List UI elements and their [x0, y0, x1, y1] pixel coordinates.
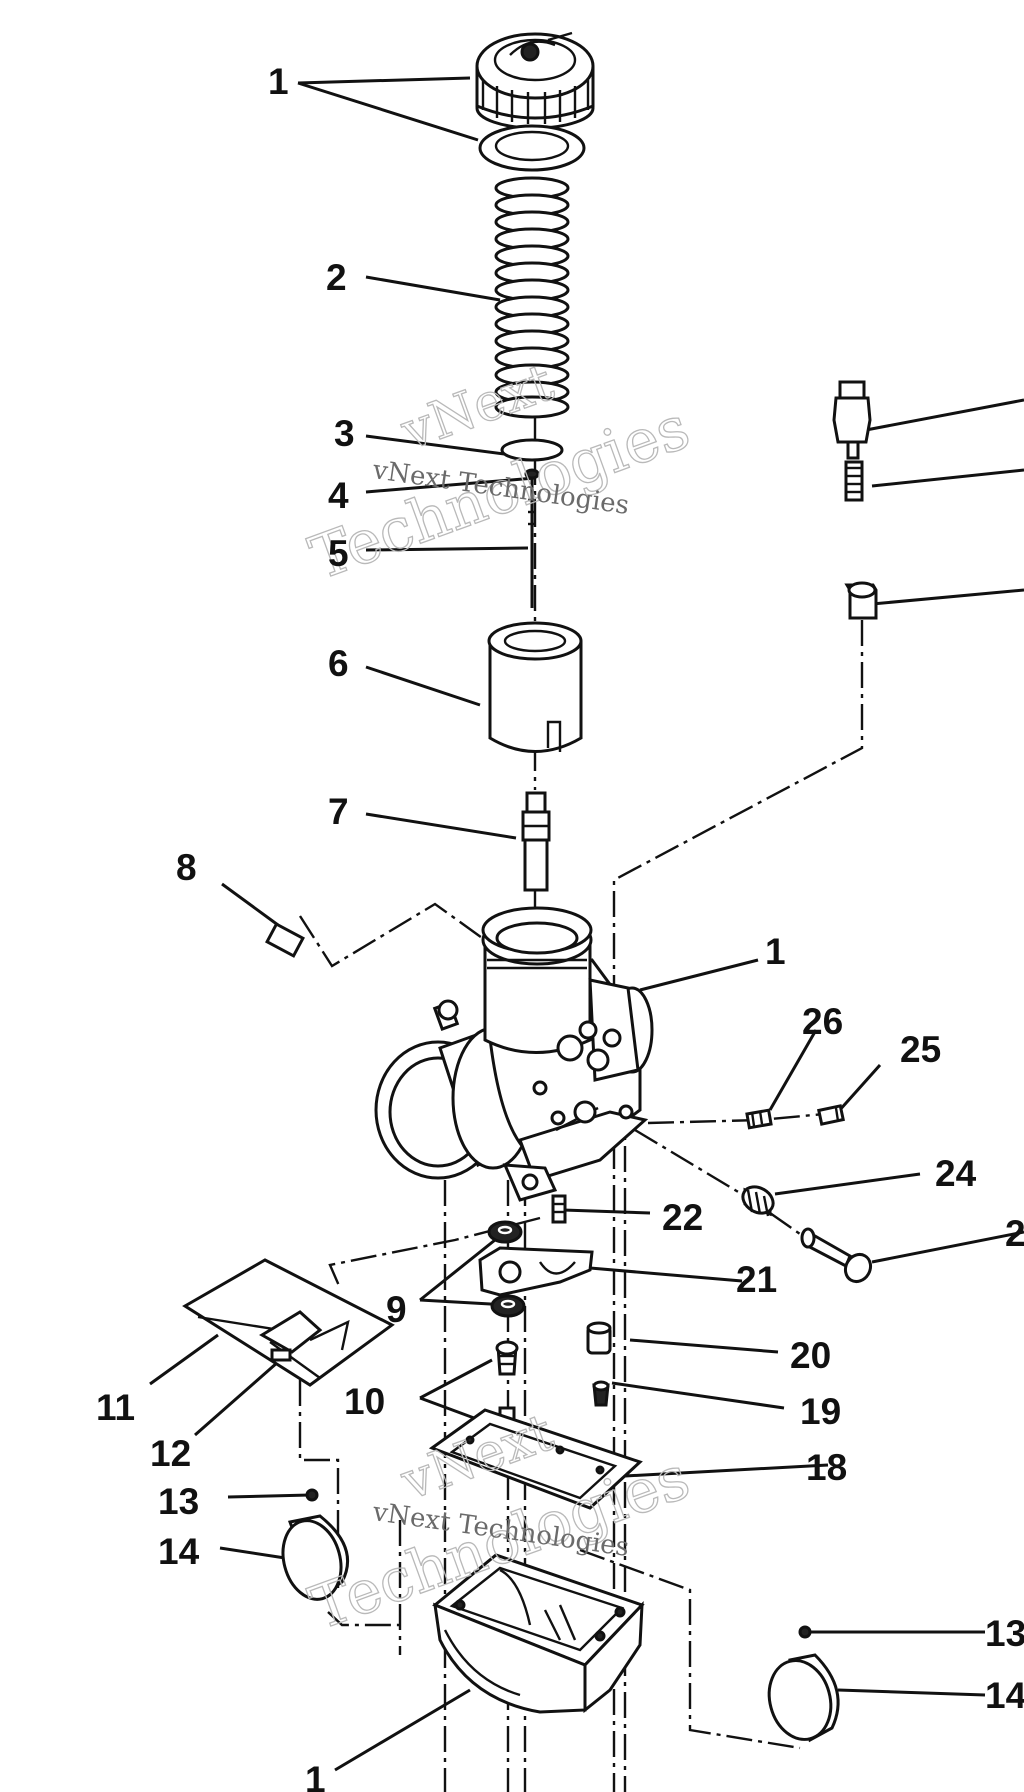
air-screw-parts-icon — [741, 1104, 873, 1284]
callout-9: 9 — [386, 1289, 407, 1330]
callout-1-bottom: 1 — [305, 1759, 326, 1792]
leader-lines — [149, 76, 1024, 1772]
callout-2: 2 — [326, 257, 347, 298]
small-jet-icon — [592, 1380, 610, 1407]
callout-13-left: 13 — [158, 1481, 199, 1522]
callout-11: 11 — [96, 1387, 135, 1428]
spacer-icon — [586, 1321, 612, 1355]
baffle-plate-icon — [478, 1246, 594, 1297]
callout-14-right: 14 — [985, 1675, 1024, 1716]
float-right-icon — [767, 1625, 840, 1743]
carburetor-body-icon — [374, 906, 654, 1202]
float-left-icon — [281, 1488, 350, 1601]
callout-19: 19 — [800, 1391, 841, 1432]
callout-1-mid: 1 — [765, 931, 786, 972]
callout-18: 18 — [806, 1447, 847, 1488]
watermark-upper: vNext Technologies vNext Technologies — [301, 352, 699, 595]
callout-22: 22 — [662, 1197, 703, 1238]
callout-8: 8 — [176, 847, 197, 888]
callout-4: 4 — [328, 475, 349, 516]
callout-3: 3 — [334, 413, 355, 454]
callout-20: 20 — [790, 1335, 831, 1376]
throttle-slide-icon — [487, 621, 583, 753]
main-jet-icon — [495, 1340, 519, 1376]
callout-21: 21 — [736, 1259, 777, 1300]
plug-icon — [265, 922, 305, 958]
needle-jet-icon — [521, 791, 551, 892]
throttle-spring-icon — [494, 176, 570, 419]
callout-7: 7 — [328, 791, 349, 832]
callout-1-top: 1 — [268, 61, 289, 102]
float-bowl-icon — [432, 1553, 645, 1714]
callout-12: 12 — [150, 1433, 191, 1474]
mixing-chamber-cap-icon — [475, 31, 595, 130]
jet-needle-icon — [528, 478, 536, 608]
callout-24: 24 — [935, 1153, 977, 1194]
callout-25: 25 — [900, 1029, 941, 1070]
callout-5: 5 — [328, 533, 349, 574]
cap-washer-icon — [478, 124, 586, 172]
callout-14-left: 14 — [158, 1531, 200, 1572]
bowl-gasket-icon — [428, 1408, 643, 1510]
callout-6: 6 — [328, 643, 349, 684]
callout-23: 2 — [1005, 1213, 1024, 1254]
callout-10: 10 — [344, 1381, 385, 1422]
washer-upper-icon — [487, 1220, 523, 1244]
needle-clip-icon — [500, 438, 564, 480]
callout-26: 26 — [802, 1001, 843, 1042]
pilot-jet-icon — [551, 1194, 567, 1224]
pilot-screw-set-icon — [832, 380, 878, 620]
washer-lower-icon — [490, 1294, 526, 1318]
float-arm-plate-icon — [182, 1258, 395, 1387]
callout-13-right: 13 — [985, 1613, 1024, 1654]
callout-labels: 1 2 3 4 5 6 7 8 1 26 25 24 2 22 21 9 20 … — [96, 61, 1024, 1792]
